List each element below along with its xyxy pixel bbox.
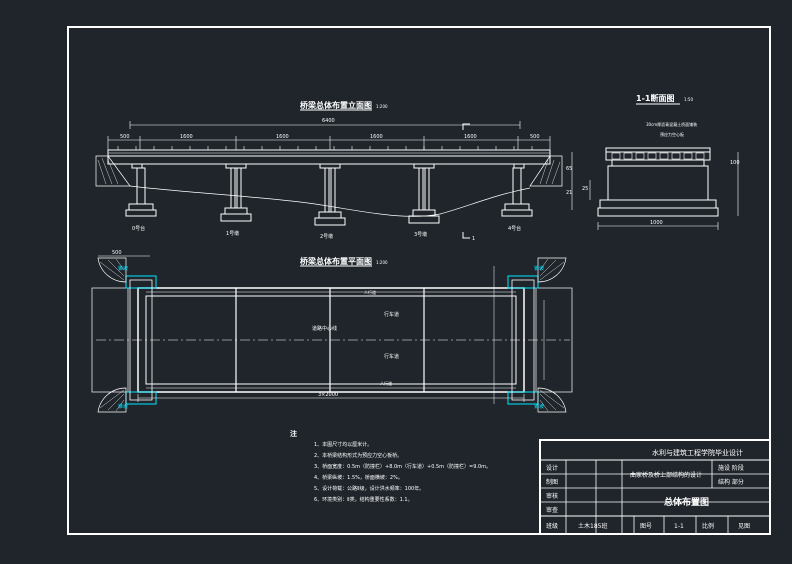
note-3: 3、桥面宽度：0.5m（防撞栏）+8.0m（行车道）+0.5m（防撞栏）=9.0… xyxy=(314,463,491,470)
tb-school: 水利与建筑工程学院毕业设计 xyxy=(652,448,743,457)
pier-label-0: 0号台 xyxy=(132,225,145,232)
notes-block: 注 1、本图尺寸均以厘米计。 2、本桥梁结构形式为预应力空心板桥。 3、桥面宽度… xyxy=(290,429,491,503)
tb-drawing-no-label: 图号 xyxy=(640,523,652,530)
pier-3 xyxy=(408,163,440,224)
pier-label-3: 3号墩 xyxy=(414,231,427,238)
elevation-scale: 1:200 xyxy=(376,104,388,109)
title-block: 水利与建筑工程学院毕业设计 设计 制图 审核 审查 曲家桥及桥上部结构的设计 施… xyxy=(539,439,771,535)
pier-0 xyxy=(125,163,157,217)
tb-drawing-no: 1-1 xyxy=(674,523,684,530)
elev-level-2: 21 xyxy=(566,190,572,196)
tb-drawing-name: 总体布置图 xyxy=(664,496,709,508)
plan-bottom-label: 人行道 xyxy=(380,380,392,386)
plan-lane-down: 行车道 xyxy=(384,353,399,360)
note-6: 6、环境类别：Ⅱ类，结构重要性系数：1.1。 xyxy=(314,496,413,503)
section-note-2: 预应力空心板 xyxy=(660,131,684,137)
tb-project: 曲家桥及桥上部结构的设计 xyxy=(630,471,702,479)
plan-scale: 1:200 xyxy=(376,260,388,265)
pier-label-1: 1号墩 xyxy=(226,230,239,237)
note-5: 5、设计荷载：公路Ⅱ级，设计洪水频率：100年。 xyxy=(314,485,424,492)
tb-design-stage: 施设 阶段 xyxy=(718,464,744,472)
tb-label-review: 审核 xyxy=(546,492,558,500)
elev-level-1: 65 xyxy=(566,166,572,172)
sheet-border xyxy=(67,26,771,535)
note-1: 1、本图尺寸均以厘米计。 xyxy=(314,441,372,448)
section-scale: 1:50 xyxy=(684,97,693,102)
pier-1 xyxy=(220,163,252,222)
tb-design-part: 结构 部分 xyxy=(718,478,744,486)
notes-heading: 注 xyxy=(290,429,297,438)
tb-scale-label: 比例 xyxy=(702,522,714,530)
section-dim-right: 100 xyxy=(730,160,740,166)
plan-top-label: 人行道 xyxy=(364,289,376,295)
pier-2 xyxy=(314,163,346,226)
plan-lane-up: 行车道 xyxy=(384,311,399,318)
pier-label-4: 4号台 xyxy=(508,225,521,232)
tb-label-check: 审查 xyxy=(546,506,558,514)
plan-dim-left: 500 xyxy=(112,250,122,256)
section-dim-left: 25 xyxy=(582,186,588,192)
elevation-title: 桥梁总体布置立面图 xyxy=(300,100,372,110)
plan-view: 桥梁总体布置平面图 1:200 500 锥坡 xyxy=(91,250,573,413)
plan-center-label: 道路中心线 xyxy=(312,325,337,332)
tb-label-draw: 制图 xyxy=(546,478,558,486)
plan-corner-br: 锥坡 xyxy=(534,403,544,410)
elev-dim-0: 500 xyxy=(120,134,130,140)
section-dim-bottom: 1000 xyxy=(650,220,663,226)
section-note-1: 30cm厚沥青混凝土桥面铺装 xyxy=(646,121,697,127)
tb-class-value: 土木185班 xyxy=(578,522,607,530)
note-4: 4、桥梁纵坡：1.5%，桥面横坡：2%。 xyxy=(314,474,403,481)
tb-class-label: 班级 xyxy=(546,522,558,530)
section-title: 1-1断面图 xyxy=(636,93,674,103)
elev-dim-4: 1600 xyxy=(464,134,477,140)
elev-dim-1: 1600 xyxy=(180,134,193,140)
elev-dim-2: 1600 xyxy=(276,134,289,140)
pier-label-2: 2号墩 xyxy=(320,233,333,240)
note-2: 2、本桥梁结构形式为预应力空心板桥。 xyxy=(314,452,402,459)
elev-dim-5: 500 xyxy=(530,134,540,140)
elev-dim-total: 6400 xyxy=(322,118,335,124)
plan-title: 桥梁总体布置平面图 xyxy=(300,256,372,266)
elev-dim-3: 1600 xyxy=(370,134,383,140)
elevation-view: 桥梁总体布置立面图 1:200 500 1600 1600 1600 1600 … xyxy=(95,100,572,242)
section-view: 1-1断面图 1:50 30cm厚沥青混凝土桥面铺装 预应力空心板 1000 1… xyxy=(582,93,740,230)
plan-corner-tr: 锥坡 xyxy=(534,265,544,272)
pier-4 xyxy=(501,163,533,217)
tb-label-design: 设计 xyxy=(546,464,558,472)
section-mark: 1 xyxy=(472,236,475,242)
plan-dim-bottom: 3×2000 xyxy=(318,392,338,398)
plan-corner-tl: 锥坡 xyxy=(118,265,128,272)
plan-corner-bl: 锥坡 xyxy=(118,403,128,410)
tb-scale-value: 见图 xyxy=(738,523,750,530)
